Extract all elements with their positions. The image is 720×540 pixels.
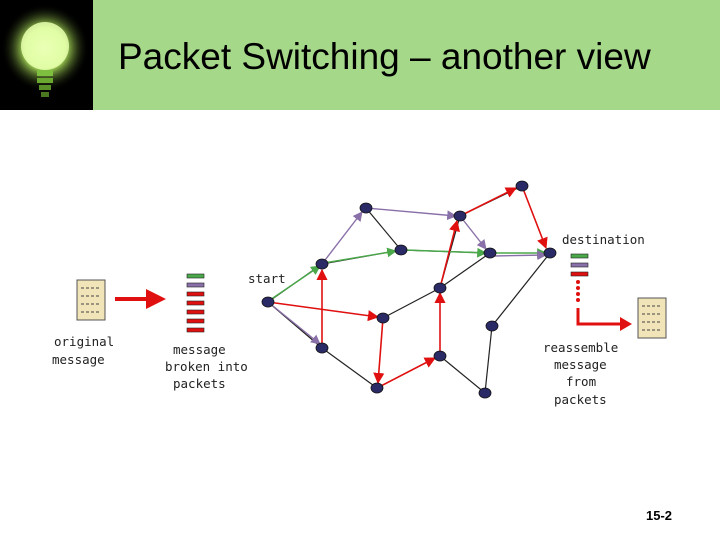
router-node-icon	[433, 282, 447, 294]
split-arrow	[115, 289, 166, 309]
destination-label: destination	[562, 232, 645, 247]
reassembled-message-document-icon	[637, 297, 667, 339]
router-node-icon	[515, 180, 529, 192]
packet-stack-icon	[186, 273, 205, 333]
network-links	[267, 185, 551, 394]
broken-label-line3: packets	[173, 376, 226, 391]
reassemble-label-line2: message	[554, 357, 607, 372]
router-node-icon	[433, 350, 447, 362]
router-node-icon	[483, 247, 497, 259]
router-node-icon	[394, 244, 408, 256]
packet-switching-diagram: original message message broken into pac…	[52, 180, 667, 407]
reassemble-label-line3: from	[566, 374, 596, 389]
original-label-line1: original	[54, 334, 114, 349]
router-node-icon	[261, 296, 275, 308]
original-label-line2: message	[52, 352, 105, 367]
destination-packet-stack	[570, 253, 589, 302]
original-message-document-icon	[76, 279, 106, 321]
router-node-icon	[453, 210, 467, 222]
router-nodes	[261, 180, 557, 399]
reassemble-label-line1: reassemble	[543, 340, 618, 355]
start-label: start	[248, 271, 286, 286]
router-node-icon	[359, 202, 373, 214]
router-node-icon	[315, 258, 329, 270]
green-packet-path	[269, 247, 547, 301]
router-node-icon	[370, 382, 384, 394]
slide-number: 15-2	[646, 508, 673, 523]
slide-title: Packet Switching – another view	[118, 36, 651, 77]
broken-label-line2: broken into	[165, 359, 248, 374]
red-packet-path	[267, 185, 548, 389]
purple-packet-path	[267, 207, 547, 345]
router-node-icon	[543, 247, 557, 259]
router-node-icon	[376, 312, 390, 324]
reassemble-label-line4: packets	[554, 392, 607, 407]
light-bulb-icon	[1, 4, 89, 97]
router-node-icon	[315, 342, 329, 354]
reassemble-arrow	[576, 308, 632, 331]
router-node-icon	[485, 320, 499, 332]
broken-label-line1: message	[173, 342, 226, 357]
title-bar: Packet Switching – another view	[0, 0, 720, 110]
bulb-panel	[0, 0, 93, 110]
router-node-icon	[478, 387, 492, 399]
